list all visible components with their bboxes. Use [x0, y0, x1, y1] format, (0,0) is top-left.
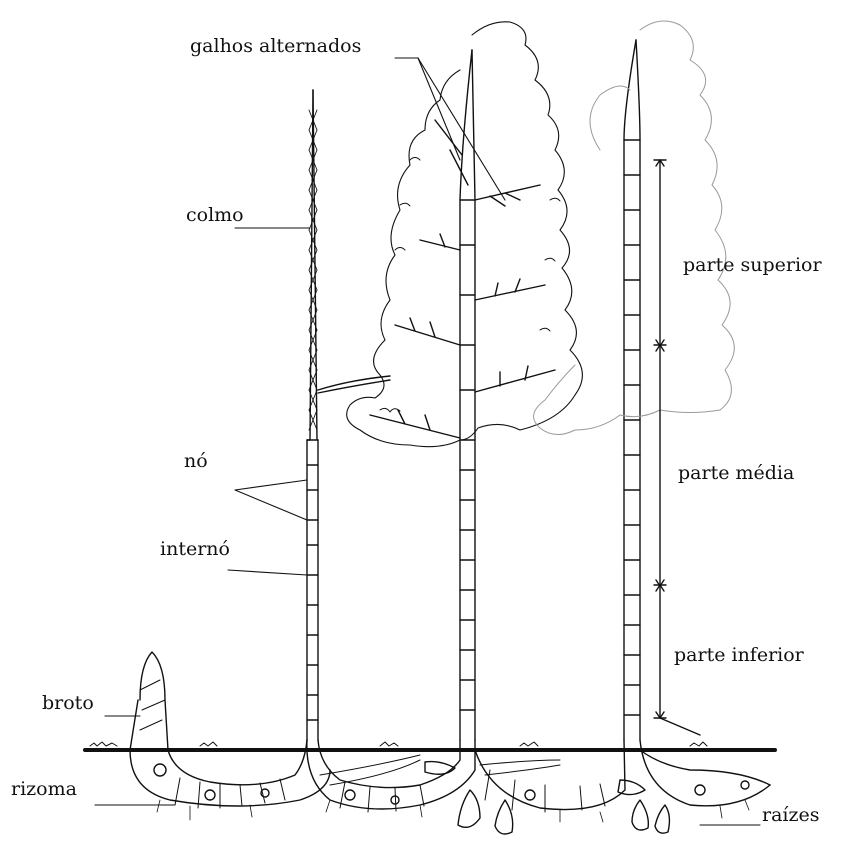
culm-right	[624, 40, 640, 740]
faint-foliage	[534, 21, 735, 435]
culm-left	[307, 90, 390, 740]
label-no: nó	[184, 452, 208, 471]
label-galhos-alternados: galhos alternados	[190, 37, 361, 56]
label-parte-media: parte média	[678, 464, 794, 483]
label-broto: broto	[42, 694, 94, 713]
label-raizes: raízes	[762, 806, 820, 825]
label-parte-inferior: parte inferior	[674, 646, 804, 665]
ground-line	[85, 742, 775, 750]
label-colmo: colmo	[186, 206, 244, 225]
label-parte-superior: parte superior	[683, 256, 822, 275]
label-interno: internó	[160, 540, 230, 559]
label-rizoma: rizoma	[11, 780, 77, 799]
rhizome	[130, 652, 770, 834]
